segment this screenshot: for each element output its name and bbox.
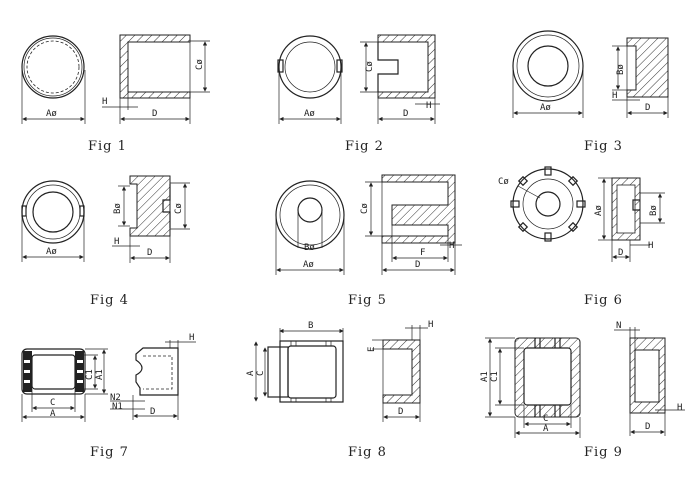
- dim-a: Aø: [594, 205, 604, 216]
- dim-a: A: [50, 409, 56, 419]
- figure-caption: Fig 7: [90, 445, 129, 460]
- dim-c: Cø: [365, 61, 375, 72]
- figure-caption: Fig 2: [345, 139, 384, 154]
- dim-c: Cø: [498, 177, 509, 187]
- dim-d: D: [618, 248, 623, 258]
- dim-h: H: [648, 241, 653, 251]
- dim-h: H: [189, 333, 194, 343]
- dim-h: H: [449, 241, 454, 251]
- dim-c1: C1: [85, 369, 95, 380]
- dim-h: H: [612, 91, 617, 101]
- figure-5: Bø Aø Cø F H D Fig 5: [275, 174, 462, 308]
- dim-e: E: [367, 347, 377, 352]
- dim-d: D: [147, 248, 152, 258]
- figure-caption: Fig 5: [348, 293, 387, 308]
- dim-h: H: [426, 101, 431, 111]
- dim-a: Aø: [46, 247, 57, 257]
- dim-h: H: [428, 320, 433, 330]
- dim-a: Aø: [540, 103, 551, 113]
- figure-caption: Fig 4: [90, 293, 129, 308]
- dim-b: Bø: [649, 205, 659, 216]
- dim-a: A: [543, 424, 549, 434]
- dim-c: Cø: [360, 203, 370, 214]
- dim-a: A: [246, 370, 256, 376]
- dim-a: Aø: [46, 109, 57, 119]
- fig1-section-view: Cø H D: [102, 34, 210, 124]
- dim-d: D: [415, 260, 420, 270]
- figure-4: Aø Bø Cø H D Fig 4: [21, 175, 190, 308]
- figure-caption: Fig 3: [584, 139, 623, 154]
- dim-h: H: [114, 237, 119, 247]
- dim-c: Cø: [174, 203, 184, 214]
- dim-b: Bø: [113, 203, 123, 214]
- dim-b: B: [308, 321, 313, 331]
- figure-caption: Fig 9: [584, 445, 623, 460]
- dim-n: N: [616, 321, 621, 331]
- dim-d: D: [152, 109, 157, 119]
- figure-caption: Fig 1: [88, 139, 127, 154]
- dim-h: H: [677, 403, 682, 413]
- figure-1: Aø Cø H D Fig 1: [21, 34, 210, 154]
- dim-a1: A1: [480, 371, 490, 382]
- dim-h: H: [102, 97, 107, 107]
- dim-d: D: [150, 407, 155, 417]
- dim-d: D: [645, 103, 650, 113]
- dim-c: Cø: [195, 59, 205, 70]
- dim-a1: A1: [95, 369, 105, 380]
- figure-7: A1 C1 C A H D N2 N1 Fig 7: [21, 333, 196, 460]
- figure-caption: Fig 8: [348, 445, 387, 460]
- figure-6: Cø Aø Bø H D Fig 6: [498, 166, 665, 308]
- dim-b: Bø: [616, 64, 626, 75]
- fig1-front-view: Aø: [21, 35, 86, 124]
- dim-c: C: [543, 414, 548, 424]
- figure-3: Aø Bø H D Fig 3: [512, 30, 669, 154]
- dim-a: Aø: [303, 260, 314, 270]
- dim-d: D: [398, 407, 403, 417]
- dim-n2: N2: [110, 393, 121, 403]
- dim-d: D: [403, 109, 408, 119]
- dim-b: Bø: [304, 243, 315, 253]
- dim-a: Aø: [304, 109, 315, 119]
- figure-caption: Fig 6: [584, 293, 623, 308]
- dim-n1: N1: [112, 402, 123, 412]
- dim-c: C: [50, 398, 55, 408]
- figure-9: A1 C1 C A N H D Fig 9: [480, 321, 685, 460]
- dim-c: C: [256, 371, 266, 376]
- dim-f: F: [420, 248, 425, 258]
- figure-8: B A C E H D Fig 8: [246, 320, 433, 460]
- dim-d: D: [645, 422, 650, 432]
- figure-2: Aø Cø D H Fig 2: [277, 34, 440, 154]
- dim-c1: C1: [490, 371, 500, 382]
